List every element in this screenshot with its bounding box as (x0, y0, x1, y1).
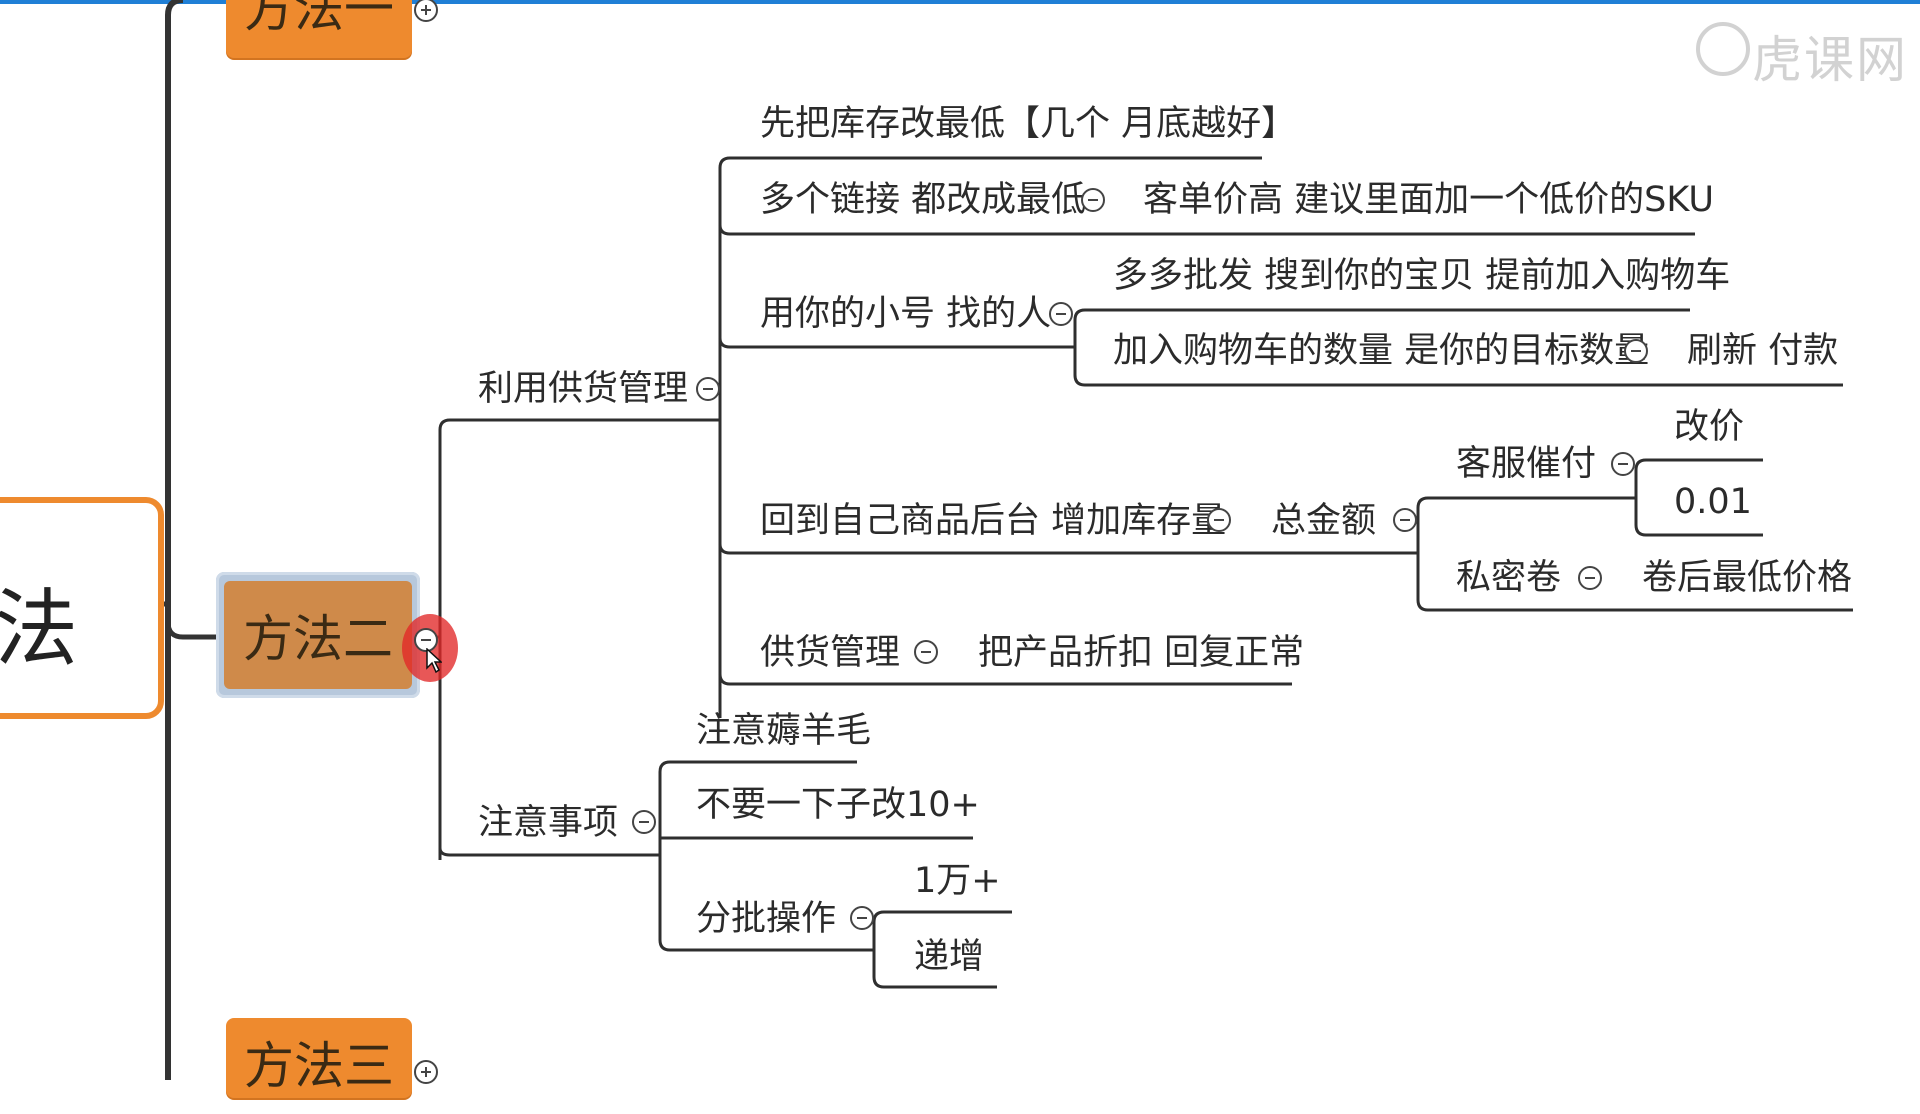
collapse-child-3-b-icon[interactable] (1624, 339, 1648, 363)
expand-method-one-icon[interactable] (414, 0, 438, 22)
collapse-service-icon[interactable] (1611, 452, 1635, 476)
notes-child-2[interactable]: 不要一下子改10+ (696, 785, 980, 825)
connector-lines (152, 0, 1853, 1080)
method-two-node[interactable]: 方法二 (224, 581, 412, 689)
branch-notes-label[interactable]: 注意事项 (478, 803, 619, 843)
collapse-total-icon[interactable] (1393, 508, 1417, 532)
method-three-node[interactable]: 方法三 (226, 1018, 412, 1098)
expand-method-three-icon[interactable] (414, 1060, 438, 1084)
supply-child-3-a[interactable]: 多多批发 搜到你的宝贝 提前加入购物车 (1113, 256, 1731, 296)
supply-child-5[interactable]: 供货管理 (760, 633, 901, 673)
method-one-node[interactable]: 方法一 (226, 0, 412, 58)
collapse-notes-icon[interactable] (632, 810, 656, 834)
branch-supply-label[interactable]: 利用供货管理 (478, 369, 689, 409)
root-node[interactable] (0, 497, 164, 719)
collapse-child-2-icon[interactable] (1081, 188, 1105, 212)
method-two-label: 方法二 (243, 610, 393, 668)
notes-child-3-a[interactable]: 1万+ (914, 861, 1001, 901)
method-one-label: 方法一 (244, 0, 394, 38)
supply-child-4-service[interactable]: 客服催付 (1456, 444, 1597, 484)
mouse-pointer-icon (426, 648, 442, 674)
supply-child-5-note[interactable]: 把产品折扣 回复正常 (978, 633, 1305, 673)
supply-child-3-b[interactable]: 加入购物车的数量 是你的目标数量 (1113, 331, 1650, 371)
watermark-logo-icon (1696, 22, 1750, 76)
notes-child-3[interactable]: 分批操作 (696, 899, 837, 939)
top-accent-bar (0, 0, 1920, 4)
service-option-a[interactable]: 改价 (1674, 407, 1745, 447)
watermark: 虎课网 (1752, 31, 1908, 89)
supply-child-4[interactable]: 回到自己商品后台 增加库存量 (760, 501, 1227, 541)
method-three-label: 方法三 (244, 1037, 394, 1095)
collapse-child-3-icon[interactable] (1049, 302, 1073, 326)
supply-child-3-b-note[interactable]: 刷新 付款 (1687, 331, 1839, 371)
notes-child-3-b[interactable]: 递增 (914, 937, 985, 977)
root-node-label: 法 (0, 580, 79, 678)
notes-child-1[interactable]: 注意薅羊毛 (696, 711, 872, 751)
supply-child-2-note[interactable]: 客单价高 建议里面加一个低价的SKU (1143, 180, 1714, 220)
supply-child-3[interactable]: 用你的小号 找的人 (760, 294, 1052, 334)
collapse-method-two-icon[interactable] (414, 628, 438, 652)
supply-child-4-coupon-note[interactable]: 卷后最低价格 (1642, 558, 1853, 598)
supply-child-2[interactable]: 多个链接 都改成最低 (760, 180, 1087, 220)
supply-child-1[interactable]: 先把库存改最低【几个 月底越好】 (760, 104, 1297, 144)
collapse-supply-icon[interactable] (696, 377, 720, 401)
supply-child-4-coupon[interactable]: 私密卷 (1456, 558, 1562, 598)
service-option-b[interactable]: 0.01 (1674, 482, 1752, 522)
collapse-child-5-icon[interactable] (914, 640, 938, 664)
supply-child-4-total[interactable]: 总金额 (1271, 501, 1377, 541)
collapse-child-4-icon[interactable] (1207, 508, 1231, 532)
collapse-notes-child-3-icon[interactable] (850, 906, 874, 930)
collapse-coupon-icon[interactable] (1578, 566, 1602, 590)
